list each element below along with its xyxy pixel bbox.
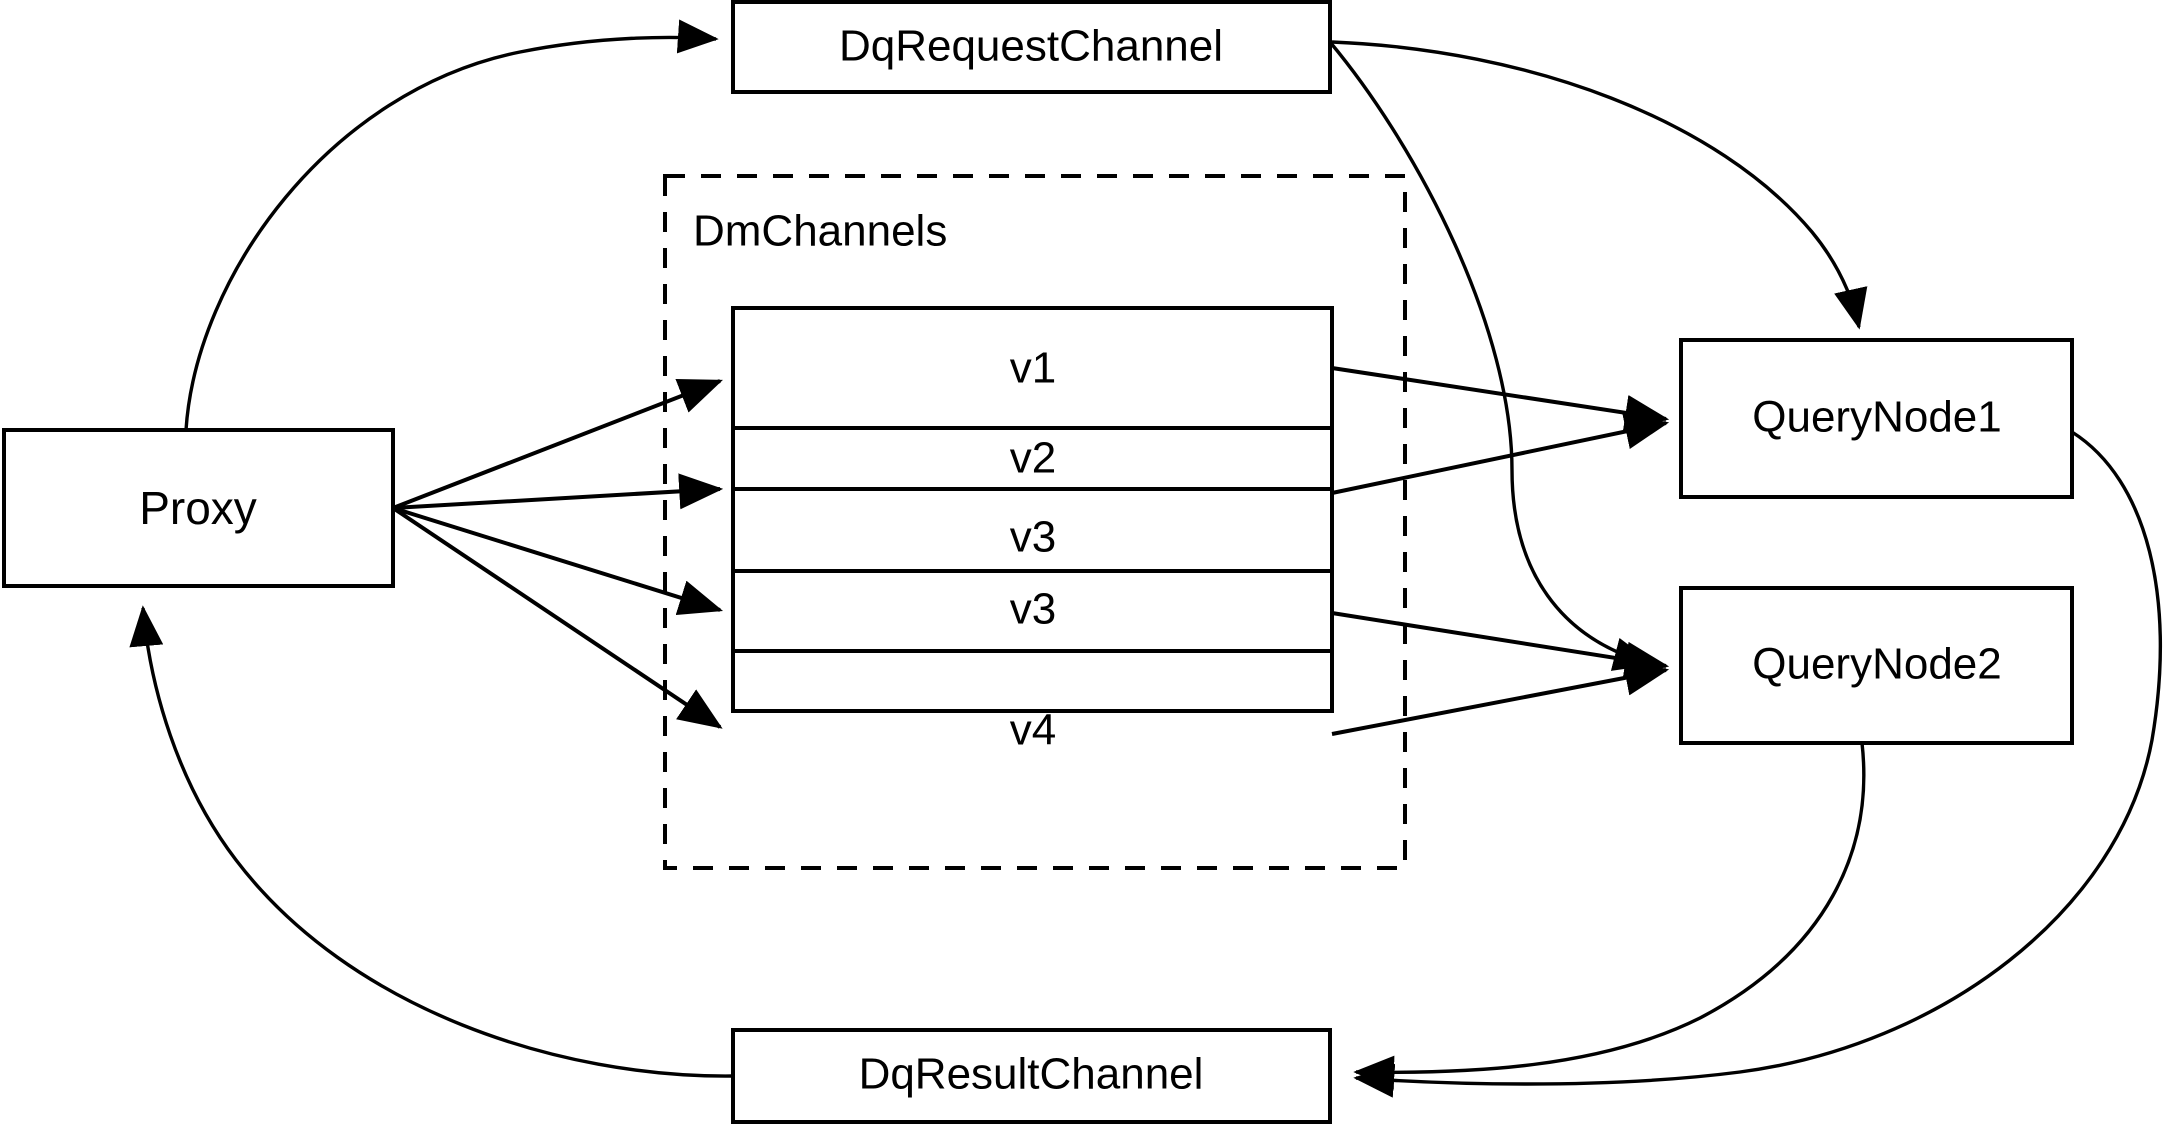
dq-request-channel-node-box[interactable]	[731, 0, 1332, 94]
edge-v4-to-query-node-2	[1331, 659, 1670, 736]
edge-query-node-1-to-dq-result-channel	[1353, 430, 2162, 1098]
dm-channels-group-label: DmChannels	[693, 207, 947, 256]
query-node-2-label: QueryNode2	[1752, 640, 2001, 689]
edge-v1-to-query-node-1	[1331, 366, 1670, 431]
proxy-node-box[interactable]	[2, 428, 395, 588]
edge-proxy-to-v4	[391, 506, 723, 729]
dq-result-channel-node-box[interactable]	[731, 1028, 1332, 1124]
dq-request-channel-node-label: DqRequestChannel	[839, 22, 1223, 71]
dm-channel-row-v4-text[interactable]: v4	[1010, 706, 1056, 755]
edge-v2-to-query-node-1	[1331, 413, 1670, 495]
edge-dq-request-channel-to-query-node-1	[1331, 40, 1868, 330]
query-node-1-box[interactable]	[1679, 338, 2074, 499]
proxy-node-label: Proxy	[139, 482, 257, 534]
edge-v3-to-query-node-2	[1331, 611, 1670, 678]
query-node-2-box[interactable]	[1679, 586, 2074, 745]
edge-proxy-to-v3	[392, 506, 724, 616]
dm-channel-row-v2[interactable]: v2	[1010, 434, 1056, 483]
dm-channel-row-v3[interactable]: v3	[1010, 513, 1056, 562]
dm-channel-row-v3-text[interactable]: v3	[1010, 585, 1056, 634]
edge-query-node-2-to-dq-result-channel	[1353, 742, 1866, 1090]
dm-channels-table	[731, 306, 1334, 573]
edge-proxy-to-v2	[392, 473, 724, 510]
dq-result-channel-node-label: DqResultChannel	[859, 1050, 1204, 1099]
dm-channel-row-v1[interactable]: v1	[1010, 344, 1056, 393]
dm-channels-group-box	[663, 174, 1407, 870]
dm-channels-table-lower	[731, 569, 1334, 713]
edge-proxy-to-v1	[392, 378, 723, 510]
edge-dq-request-channel-to-query-node-2	[1328, 40, 1655, 671]
edge-proxy-to-dq-request-channel	[184, 19, 719, 431]
edge-dq-result-channel-to-proxy	[129, 605, 734, 1078]
query-node-1-label: QueryNode1	[1752, 393, 2001, 442]
